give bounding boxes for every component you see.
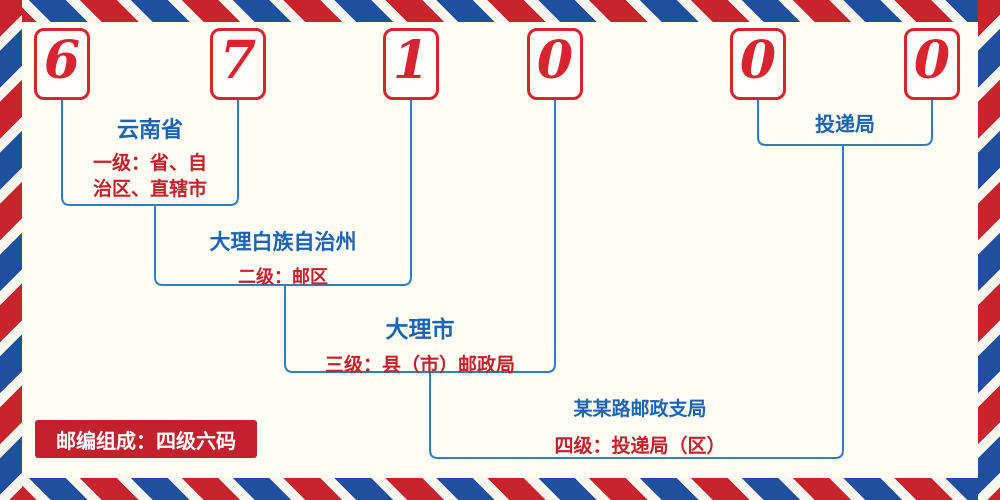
delivery-bureau-title: 投递局 — [815, 112, 875, 136]
digit-4: 0 — [536, 30, 574, 91]
level1-desc-line2: 治区、直辖市 — [92, 178, 207, 200]
level2-title: 大理白族自治州 — [209, 230, 357, 254]
level2-label: 大理白族自治州 二级：邮区 — [155, 226, 411, 289]
delivery-bureau-label: 投递局 — [758, 108, 932, 137]
digit-box-1: 6 — [34, 28, 90, 100]
level4-desc: 四级：投递局（区） — [554, 435, 726, 457]
level4-label: 某某路邮政支局 四级：投递局（区） — [475, 394, 805, 458]
digit-box-2: 7 — [210, 28, 266, 100]
digit-box-6: 0 — [904, 28, 960, 100]
digit-2: 7 — [219, 30, 257, 91]
level1-title: 云南省 — [116, 118, 183, 143]
level3-desc: 三级：县（市）邮政局 — [324, 354, 515, 376]
level3-title: 大理市 — [385, 317, 455, 343]
airmail-border-bottom — [0, 478, 1000, 500]
airmail-border-right — [978, 0, 1000, 500]
level1-desc-line1: 一级：省、自 — [92, 152, 207, 174]
digit-6: 0 — [913, 30, 951, 91]
digit-box-3: 1 — [383, 28, 439, 100]
level1-label: 云南省 一级：省、自 治区、直辖市 — [62, 112, 238, 202]
postal-composition-badge: 邮编组成：四级六码 — [35, 420, 257, 458]
digit-3: 1 — [392, 30, 430, 91]
level4-title: 某某路邮政支局 — [573, 398, 707, 420]
level2-desc: 二级：邮区 — [238, 267, 328, 288]
airmail-border-left — [0, 0, 22, 500]
digit-box-5: 0 — [730, 28, 786, 100]
level3-label: 大理市 三级：县（市）邮政局 — [285, 310, 555, 377]
digit-box-4: 0 — [527, 28, 583, 100]
digit-1: 6 — [43, 30, 81, 91]
airmail-border-top — [0, 0, 1000, 22]
digit-5: 0 — [739, 30, 777, 91]
